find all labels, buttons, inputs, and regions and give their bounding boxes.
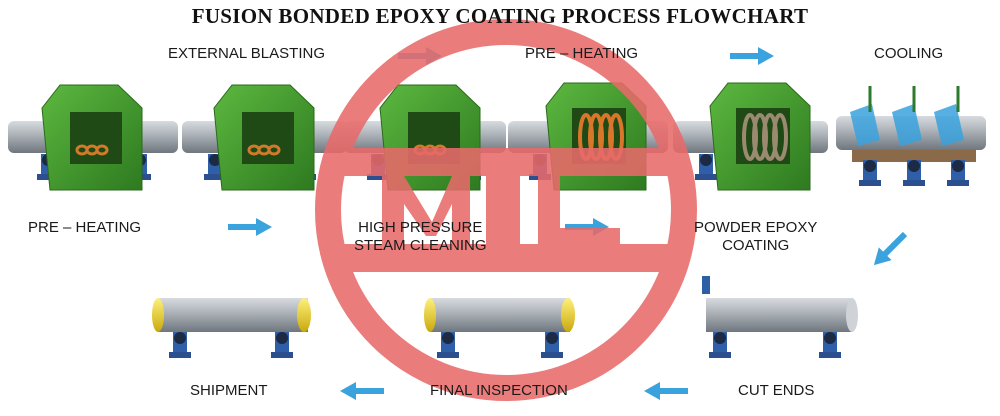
step-external-blasting: EXTERNAL BLASTING: [168, 45, 325, 62]
step-pre-heating-top: PRE – HEATING: [525, 45, 639, 62]
step-powder-epoxy-coating: POWDER EPOXY COATING: [694, 219, 817, 255]
step-final-inspection: FINAL INSPECTION: [430, 382, 568, 399]
arrow-left-icon: [644, 382, 688, 400]
step-steam-cleaning: HIGH PRESSURE STEAM CLEANING: [354, 219, 487, 255]
pipe-station-2: [182, 84, 347, 191]
inspection-pipe: [424, 298, 575, 358]
step-steam-cleaning-line2: STEAM CLEANING: [354, 237, 487, 254]
step-shipment: SHIPMENT: [190, 382, 268, 399]
step-cooling: COOLING: [874, 45, 944, 62]
pipe-station-5: [673, 82, 828, 191]
arrow-right-icon: [730, 47, 774, 65]
step-powder-line2: COATING: [722, 237, 790, 254]
mil-watermark-logo: [315, 19, 697, 401]
arrow-down-left-icon: [867, 227, 912, 272]
step-pre-heating-mid: PRE – HEATING: [28, 219, 142, 236]
step-cut-ends: CUT ENDS: [738, 382, 815, 399]
arrow-right-icon: [228, 218, 272, 236]
arrow-left-icon: [340, 382, 384, 400]
page-title: FUSION BONDED EPOXY COATING PROCESS FLOW…: [191, 4, 809, 28]
step-powder-line1: POWDER EPOXY: [694, 219, 818, 236]
step-steam-cleaning-line1: HIGH PRESSURE: [358, 219, 483, 236]
cooling-station: [836, 86, 986, 186]
cut-ends-pipe: [702, 276, 858, 358]
shipment-pipe: [152, 298, 311, 358]
pipe-station-1: [8, 84, 178, 191]
